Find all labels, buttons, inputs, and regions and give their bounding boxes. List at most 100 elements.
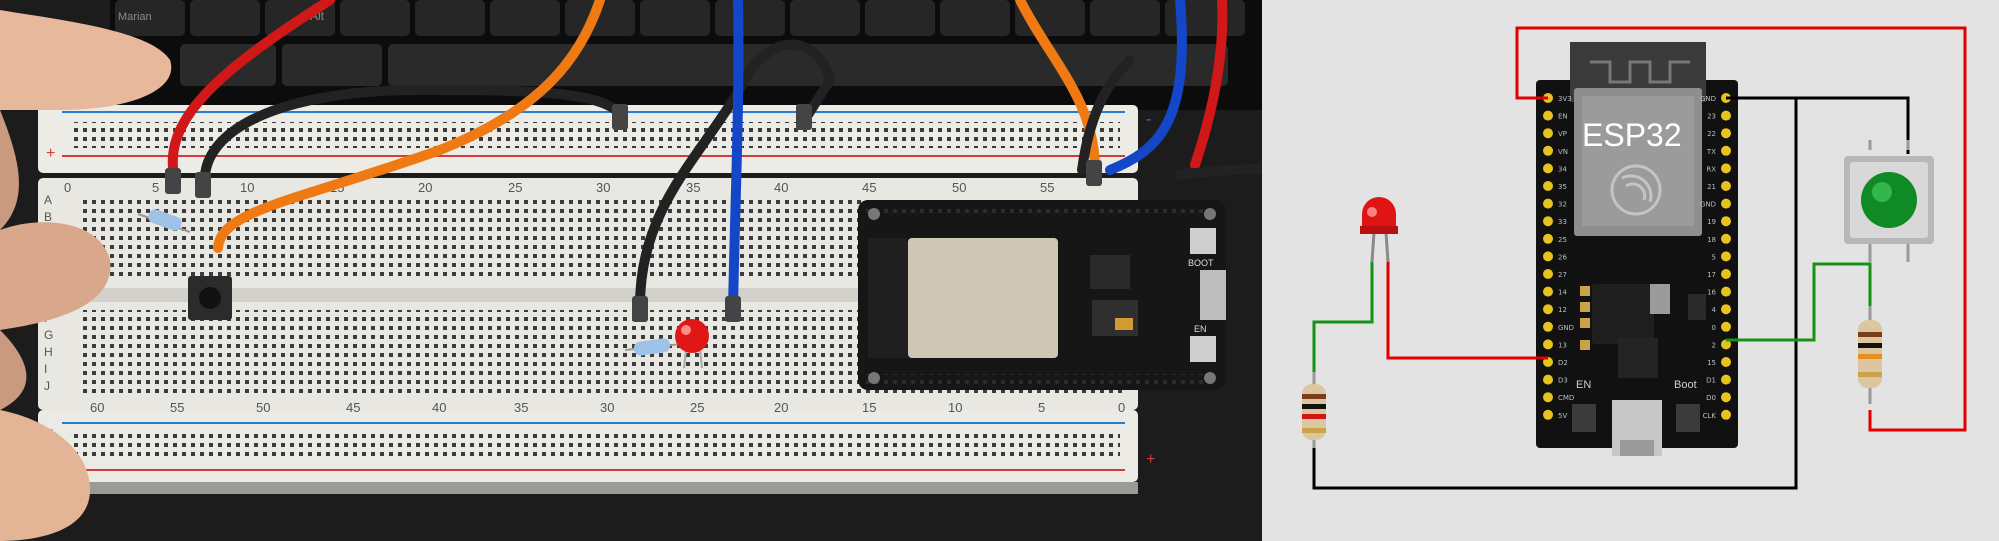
row-letter: G <box>44 328 53 342</box>
col-num-top: 5 <box>152 180 159 195</box>
en-label: EN <box>1576 379 1591 391</box>
esp32-board: ESP32 EN Boot 3V3ENVPVN34353233252627141… <box>1536 42 1738 456</box>
pin-pad <box>1721 181 1731 191</box>
pin-label: 2 <box>1712 341 1716 349</box>
pin-pad <box>1543 304 1553 315</box>
pin-label: 5 <box>1712 253 1716 261</box>
hand-finger-middle <box>0 222 111 330</box>
pin-pad <box>1543 269 1553 279</box>
col-num-top: 50 <box>952 180 966 195</box>
top-rail-plus: + <box>46 145 55 162</box>
pin-label: RX <box>1706 165 1716 173</box>
col-num-top: 0 <box>64 180 71 195</box>
pin-label: 14 <box>1558 289 1567 297</box>
pin-label: 19 <box>1707 218 1716 226</box>
resistor-photo-1 <box>137 209 191 233</box>
esp32-board-photo: BOOT EN <box>858 200 1226 390</box>
wire-red-photo <box>167 0 335 185</box>
pin-label: 0 <box>1712 324 1716 332</box>
pin-label: GND <box>1700 201 1716 209</box>
pin-label: D3 <box>1558 377 1568 385</box>
column-numbers-bottom: 60 55 50 45 40 35 30 25 20 15 10 5 0 <box>90 400 1125 415</box>
wire-orange-photo-2 <box>1015 0 1100 175</box>
en-label-photo: EN <box>1194 324 1207 334</box>
pin-label: 15 <box>1707 359 1716 367</box>
pin-pad <box>1543 339 1553 350</box>
pin-label: 26 <box>1558 253 1567 261</box>
column-numbers-top: 0 5 10 15 20 25 30 35 40 45 50 55 <box>64 180 1054 195</box>
wire-red-gpio13-to-led <box>1386 260 1548 360</box>
pin-label: 33 <box>1558 218 1567 226</box>
pin-label: 21 <box>1707 183 1716 191</box>
pin-label: VP <box>1558 130 1567 138</box>
pin-pad <box>1543 409 1553 420</box>
hand-finger-bottom <box>0 410 90 541</box>
pin-pad <box>1543 321 1553 332</box>
wire-green-led-to-resistor <box>1312 260 1374 378</box>
pin-pad <box>1721 163 1731 174</box>
pin-label: 27 <box>1558 271 1567 279</box>
espressif-logo-icon <box>1610 164 1662 216</box>
pin-pad <box>1721 357 1731 367</box>
hand-finger-top <box>0 10 172 110</box>
pin-pad <box>1721 392 1731 403</box>
pin-pad <box>1721 198 1731 209</box>
wire-red-photo-2 <box>1190 0 1228 170</box>
keyboard: Alt Marian <box>110 0 1262 110</box>
pin-label: VN <box>1558 148 1568 156</box>
pin-label: 18 <box>1707 236 1716 244</box>
col-num-top: 55 <box>1040 180 1054 195</box>
pin-label: GND <box>1700 95 1716 103</box>
breadboard-shadow <box>38 482 1138 494</box>
col-num-top: 10 <box>240 180 254 195</box>
col-num-bottom: 40 <box>432 400 446 415</box>
push-button <box>1844 140 1934 262</box>
pin-pad <box>1721 339 1731 350</box>
wire-blue-photo <box>728 0 744 315</box>
col-num-bottom: 10 <box>948 400 962 415</box>
pin-pad <box>1543 216 1553 227</box>
pin-label: 5V <box>1558 412 1567 420</box>
pin-label: 22 <box>1707 130 1716 138</box>
row-letter: A <box>44 193 52 207</box>
en-button-photo <box>1190 336 1216 362</box>
col-num-bottom: 15 <box>862 400 876 415</box>
boot-label-photo: BOOT <box>1188 258 1214 268</box>
row-letter: H <box>44 345 53 359</box>
pin-pad <box>1543 233 1553 244</box>
col-num-top: 25 <box>508 180 522 195</box>
push-button-photo <box>188 276 232 320</box>
boot-button <box>1676 404 1700 432</box>
pin-label: 23 <box>1707 113 1716 121</box>
pin-pad <box>1543 145 1553 156</box>
col-num-bottom: 0 <box>1118 400 1125 415</box>
pin-pad <box>1543 163 1553 174</box>
pin-pad <box>1721 286 1731 297</box>
pin-pad <box>1543 181 1553 191</box>
pin-pad <box>1721 128 1731 139</box>
pin-label: EN <box>1558 113 1568 121</box>
wire-orange-photo <box>213 0 605 253</box>
pin-label: 32 <box>1558 201 1567 209</box>
pin-pad <box>1543 251 1553 262</box>
pin-pad <box>1721 321 1731 332</box>
wire-black-photo-1 <box>199 84 627 190</box>
col-num-top: 30 <box>596 180 610 195</box>
esp32-title: ESP32 <box>1582 117 1682 153</box>
col-num-top: 20 <box>418 180 432 195</box>
en-button <box>1572 404 1596 432</box>
pin-pad <box>1721 233 1731 244</box>
left-pin-column: 3V3ENVPVN343532332526271412GND13D2D3CMD5… <box>1543 93 1574 420</box>
pin-label: 13 <box>1558 341 1567 349</box>
pin-label: D0 <box>1706 394 1716 402</box>
esp32-module-shield <box>908 238 1058 358</box>
pin-pad <box>1721 269 1731 279</box>
pin-label: 16 <box>1707 289 1716 297</box>
pin-label: 25 <box>1558 236 1567 244</box>
resistor-button <box>1858 306 1882 404</box>
wire-green-gpio4-to-button <box>1726 262 1872 342</box>
pin-label: 3V3 <box>1558 95 1572 103</box>
pin-pad <box>1721 216 1731 227</box>
boot-button-photo <box>1190 228 1216 254</box>
